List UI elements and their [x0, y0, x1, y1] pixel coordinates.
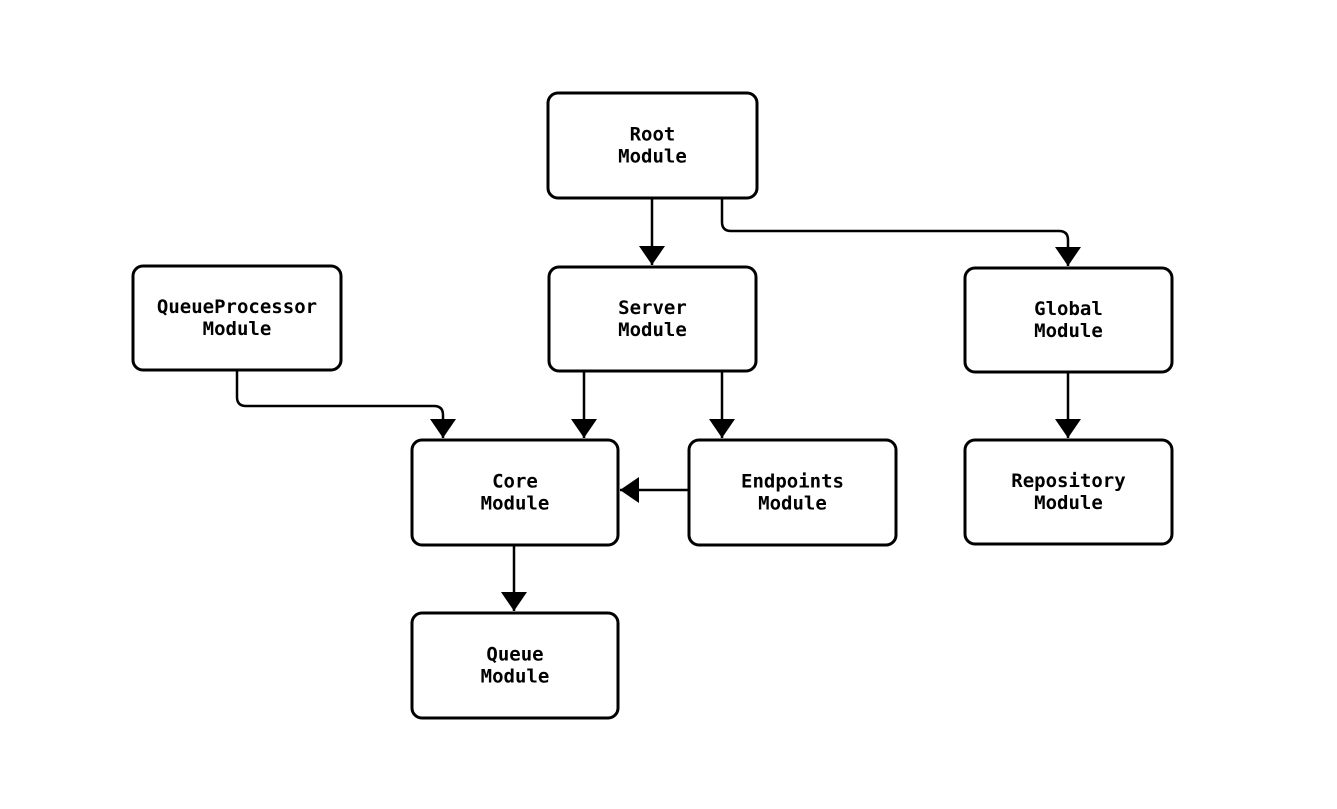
node-box [410, 611, 620, 720]
node-box [687, 438, 898, 547]
node-box [131, 264, 343, 372]
node-box [546, 91, 759, 200]
node-box [547, 265, 758, 373]
edge-root-to-global [720, 198, 1081, 266]
node-box [410, 438, 620, 547]
edge-queueprocessor-to-core [235, 370, 456, 438]
edges-layer [235, 198, 1081, 611]
node-box [963, 438, 1174, 546]
node-box [963, 266, 1174, 374]
